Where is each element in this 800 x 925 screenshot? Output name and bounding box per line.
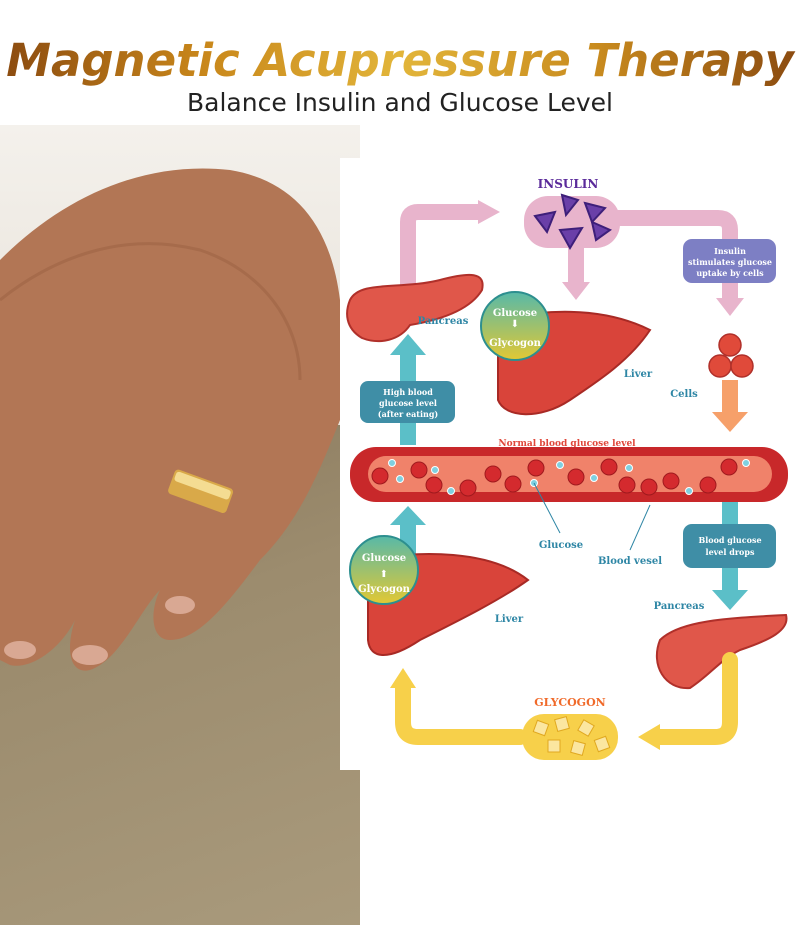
svg-text:Liver: Liver [624, 369, 653, 380]
svg-text:level drops: level drops [706, 547, 755, 557]
red-blood-cells [371, 458, 738, 497]
pancreas-top [346, 273, 484, 343]
svg-text:High blood: High blood [383, 387, 433, 397]
svg-text:Normal blood glucose level: Normal blood glucose level [498, 439, 636, 449]
blood-glucose-drops-box [683, 524, 776, 568]
insulin-label: INSULIN [538, 177, 599, 191]
insulin-stimulates-box [683, 239, 776, 283]
svg-text:Insulin: Insulin [714, 246, 746, 256]
diagram: INSULIN Insulin stimulates glucose uptak… [0, 168, 788, 760]
high-blood-glucose-box [360, 381, 455, 423]
svg-text:Liver: Liver [495, 614, 524, 625]
svg-text:Pancreas: Pancreas [418, 316, 469, 327]
product-title: Magnetic Acupressure Therapy [0, 34, 800, 87]
glycogen-to-glucose-badge [349, 535, 419, 605]
hand-image [0, 168, 340, 671]
svg-text:Glucose: Glucose [493, 308, 537, 319]
orange-arrow [712, 380, 748, 432]
arrow-down-icon: ⬇ [511, 319, 519, 330]
svg-text:Pancreas: Pancreas [654, 601, 705, 612]
svg-text:Glycogon: Glycogon [489, 338, 542, 349]
svg-text:Glucose: Glucose [539, 540, 583, 551]
svg-text:Blood glucose: Blood glucose [698, 535, 761, 545]
svg-text:glucose level: glucose level [379, 398, 437, 408]
svg-text:Glucose: Glucose [362, 553, 406, 564]
product-subtitle: Balance Insulin and Glucose Level [187, 88, 613, 117]
svg-text:Cells: Cells [670, 389, 698, 400]
arrow-up-icon: ⬆ [380, 569, 388, 580]
glucose-dots [388, 459, 750, 495]
svg-text:Glycogon: Glycogon [358, 584, 411, 595]
svg-text:uptake by cells: uptake by cells [696, 268, 764, 278]
svg-text:stimulates glucose: stimulates glucose [688, 257, 772, 267]
glucose-to-glycogen-badge [480, 291, 550, 361]
svg-text:(after eating): (after eating) [378, 409, 439, 419]
svg-text:Blood vesel: Blood vesel [598, 556, 662, 567]
cells-icon [708, 333, 754, 378]
svg-text:GLYCOGON: GLYCOGON [534, 696, 605, 709]
pancreas-bottom [655, 613, 788, 690]
